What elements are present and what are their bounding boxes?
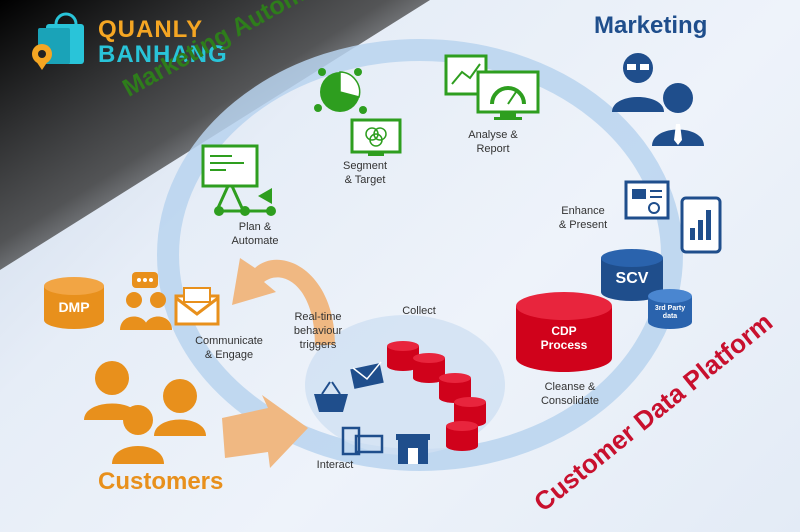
dmp-label: DMP <box>58 299 90 315</box>
brand-logo-icon <box>32 12 84 70</box>
customer-person-icon <box>154 379 206 436</box>
step-label-plan: Plan &Automate <box>231 221 279 247</box>
step-label-enhance: Enhance& Present <box>558 205 608 231</box>
store-icon <box>396 434 430 464</box>
devices-icon <box>341 426 384 456</box>
communicate-people-icon <box>120 272 172 330</box>
step-label-segment: Segment& Target <box>342 160 388 186</box>
step-label-communicate: Communicate& Engage <box>195 335 263 361</box>
collect-database-stack <box>387 341 486 451</box>
step-label-cleanse: Cleanse &Consolidate <box>540 381 600 407</box>
realtime-arrow <box>232 258 335 345</box>
third-party-cylinder <box>648 289 692 329</box>
customer-person-icon <box>112 405 164 464</box>
enhance-tablet-icon <box>680 196 722 254</box>
plan-easel-icon <box>201 144 276 216</box>
email-icon <box>350 361 384 389</box>
cdp-cylinder <box>516 292 612 372</box>
marketing-person-icon <box>612 53 664 112</box>
section-title-marketing: Marketing <box>594 12 708 39</box>
marketing-person-icon <box>652 83 704 146</box>
envelope-icon <box>174 287 220 326</box>
dmp-cylinder <box>44 277 104 329</box>
segment-pie-icon <box>314 68 367 114</box>
segment-monitor-icon <box>350 118 402 156</box>
brand-name-line2: BANHANG <box>98 41 228 68</box>
step-label-analyse: Analyse &Report <box>468 129 518 155</box>
step-label-interact: Interact <box>316 459 354 471</box>
analyse-gauge-monitor-icon <box>476 70 540 120</box>
scv-label: SCV <box>615 270 649 287</box>
brand-name-line1: QUANLY <box>98 16 204 43</box>
enhance-document-icon <box>624 180 670 220</box>
scv-cylinder <box>601 249 663 301</box>
step-label-collect: Collect <box>402 305 436 317</box>
interact-arrow <box>222 395 308 468</box>
section-title-customers: Customers <box>98 468 224 495</box>
basket-icon <box>314 381 348 412</box>
